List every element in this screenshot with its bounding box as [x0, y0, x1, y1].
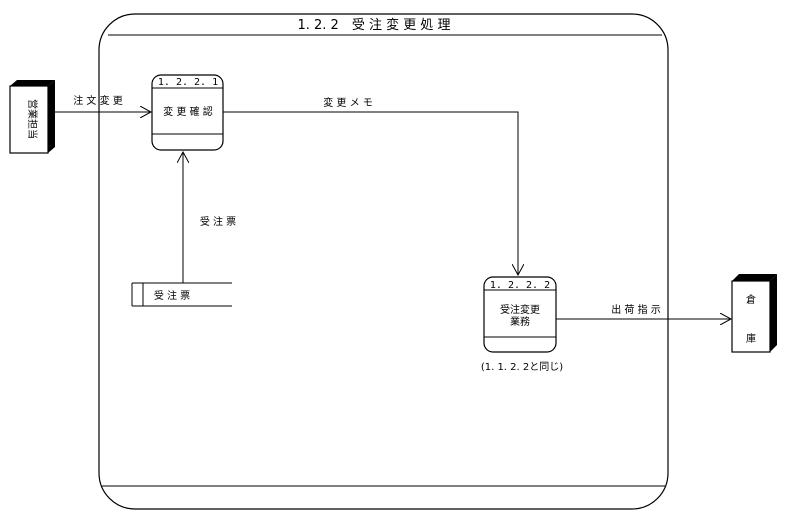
process-1-2-2-2[interactable]: 1. 2. 2. 2 受注変更 業務: [483, 276, 557, 353]
process-id-2: 1. 2. 2. 2: [490, 280, 550, 291]
entity-label-warehouse-2: 庫: [746, 332, 756, 345]
flow-label-shipping-instruction: 出 荷 指 示: [611, 303, 661, 316]
flow-shipping-instruction: 出 荷 指 示: [556, 303, 731, 319]
data-store-order-slip[interactable]: 受 注 票: [131, 282, 232, 307]
external-entity-warehouse[interactable]: 倉 庫: [731, 274, 777, 353]
flow-order-slip: 受 注 票: [183, 152, 236, 283]
process-label-1: 変 更 確 認: [163, 105, 213, 118]
process-label-2a: 受注変更: [500, 303, 540, 316]
process-note: (1. 1. 2. 2と同じ): [481, 361, 563, 373]
data-store-label: 受 注 票: [154, 289, 190, 302]
entity-label-warehouse-1: 倉: [746, 293, 756, 306]
process-frame: 1. 2. 2 受 注 変 更 処 理: [98, 13, 669, 510]
frame-title: 1. 2. 2 受 注 変 更 処 理: [297, 17, 450, 33]
flow-label-order-slip: 受 注 票: [200, 215, 236, 228]
flow-label-change-memo: 変 更 メ モ: [323, 96, 373, 109]
process-1-2-2-1[interactable]: 1. 2. 2. 1 変 更 確 認: [151, 74, 224, 151]
external-entity-sales[interactable]: 営業担当: [9, 80, 55, 154]
entity-label-sales: 営業担当: [26, 99, 39, 139]
process-label-2b: 業務: [510, 315, 530, 328]
flow-label-order-change: 注 文 変 更: [73, 94, 123, 107]
flow-order-change: 注 文 変 更: [55, 94, 151, 112]
process-id-1: 1. 2. 2. 1: [158, 77, 218, 88]
flow-change-memo: 変 更 メ モ: [223, 96, 518, 275]
